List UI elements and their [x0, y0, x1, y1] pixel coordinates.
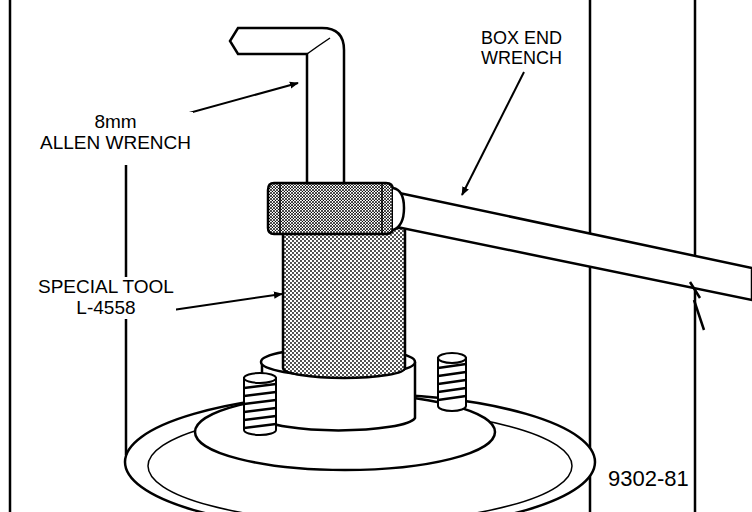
allen-wrench [230, 28, 344, 183]
wheel-stud [438, 353, 466, 363]
special-tool-hex-head [279, 184, 281, 233]
leader-line [142, 72, 524, 311]
wheel-stud [438, 364, 466, 400]
wheel-stud [438, 358, 466, 411]
part-label: 8mm ALLEN WRENCH [38, 112, 193, 154]
wheel-stud [244, 378, 276, 435]
special-tool-hex-head [393, 188, 404, 230]
part-label: SPECIAL TOOL L-4558 [36, 277, 176, 319]
special-tool-body [283, 228, 405, 378]
label-line: 8mm [40, 112, 191, 133]
allen-wrench [230, 28, 344, 183]
special-tool-hex-head [268, 183, 393, 234]
label-line: WRENCH [481, 49, 562, 69]
part-label: BOX END WRENCH [479, 29, 564, 69]
box-end-wrench [385, 190, 752, 330]
special-tool-hex-head [268, 183, 404, 234]
label-line: BOX END [481, 29, 562, 49]
allen-wrench [307, 38, 330, 54]
box-end-wrench [385, 190, 752, 300]
label-line: 9302-81 [608, 467, 689, 491]
special-tool-hex-head [381, 184, 383, 233]
leader-line [462, 72, 524, 195]
strut-housing-lines [9, 0, 12, 512]
label-line: ALLEN WRENCH [40, 133, 191, 154]
wheel-stud [244, 384, 276, 428]
leader-line [166, 294, 282, 311]
wheel-stud [244, 373, 276, 383]
figure-number: 9302-81 [606, 467, 691, 491]
box-end-wrench [690, 282, 704, 330]
label-line: L-4558 [38, 298, 174, 319]
label-line: SPECIAL TOOL [38, 277, 174, 298]
special-tool-body [283, 228, 405, 378]
